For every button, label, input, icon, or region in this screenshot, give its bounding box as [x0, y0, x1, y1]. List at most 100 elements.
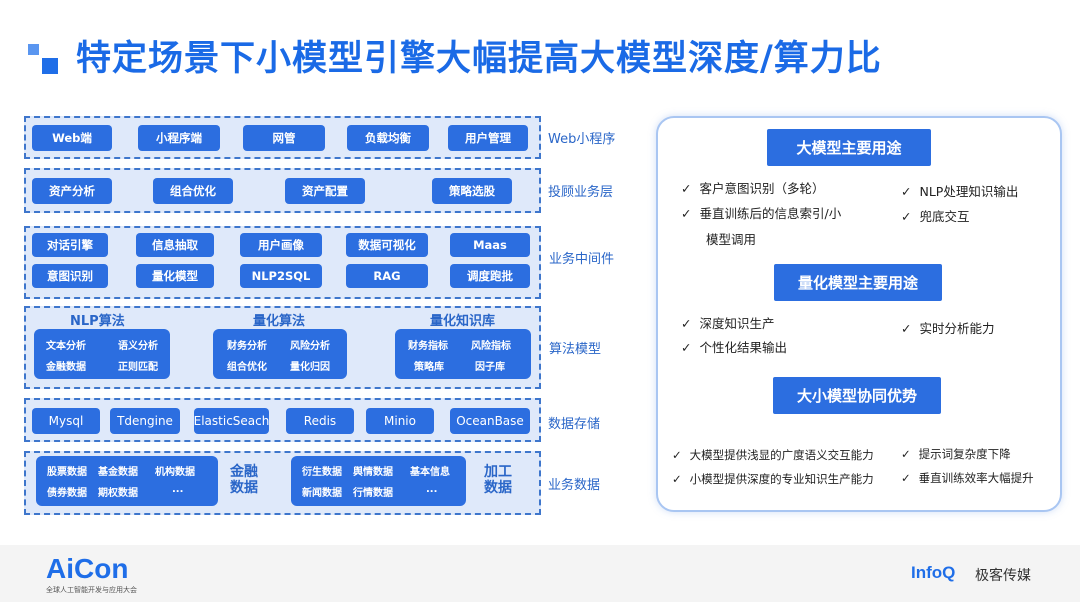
middleware-item: 调度跑批	[450, 264, 530, 288]
check-icon: ✓	[681, 340, 692, 355]
web-item: Web端	[32, 125, 112, 151]
footer-bar	[0, 545, 1080, 602]
bizdata-item: 股票数据	[47, 467, 87, 478]
infoq-brand-name: 极客传媒	[975, 568, 1031, 584]
algo-item: 组合优化	[227, 362, 267, 373]
bizdata-side-label-line: 数据	[230, 480, 258, 496]
check-item: ✓垂直训练后的信息索引/小	[681, 206, 842, 221]
middleware-item: 数据可视化	[346, 233, 428, 257]
middleware-item: Maas	[450, 233, 530, 257]
check-icon: ✓	[901, 471, 911, 485]
infoq-logo: InfoQ	[911, 563, 956, 582]
algo-item: 风险指标	[471, 341, 511, 352]
bizdata-item: ...	[172, 484, 184, 495]
bizdata-layer-label: 业务数据	[548, 478, 601, 493]
title-logo-icon	[28, 44, 62, 74]
check-icon: ✓	[901, 447, 911, 461]
web-item: 用户管理	[448, 125, 528, 151]
advisor-item: 资产分析	[32, 178, 112, 204]
algo-item: 金融数据	[46, 362, 86, 373]
algo-group-title: 量化知识库	[430, 314, 496, 329]
check-icon: ✓	[672, 472, 682, 486]
bizdata-item: 债券数据	[47, 488, 87, 499]
check-icon: ✓	[681, 181, 692, 196]
algo-group-block	[34, 329, 170, 379]
middleware-item: 用户画像	[240, 233, 322, 257]
bizdata-item: 行情数据	[353, 488, 393, 499]
bizdata-side-label-line: 数据	[484, 480, 512, 496]
storage-item: ElasticSeach	[194, 408, 269, 434]
check-item: ✓NLP处理知识输出	[901, 184, 1019, 199]
page-title: 特定场景下小模型引擎大幅提高大模型深度/算力比	[76, 39, 882, 79]
check-item-continued: 模型调用	[706, 232, 757, 247]
middleware-item: 对话引擎	[32, 233, 108, 257]
bizdata-side-label-line: 加工	[484, 464, 512, 480]
aicon-logo: AiCon	[46, 553, 129, 584]
web-item: 负载均衡	[347, 125, 429, 151]
storage-item: Tdengine	[110, 408, 180, 434]
check-item: ✓提示词复杂度下降	[901, 447, 1011, 461]
algo-item: 策略库	[414, 362, 444, 373]
bizdata-item: 舆情数据	[353, 467, 393, 478]
section-header-llm: 大模型主要用途	[767, 129, 931, 166]
right-panel	[656, 116, 1062, 512]
middleware-item: 量化模型	[136, 264, 214, 288]
web-item: 网管	[243, 125, 325, 151]
check-icon: ✓	[901, 209, 912, 224]
aicon-subtitle: 全球人工智能开发与应用大会	[46, 586, 137, 594]
algo-group-title: 量化算法	[253, 314, 306, 329]
check-icon: ✓	[681, 316, 692, 331]
web-layer-label: Web小程序	[548, 132, 616, 147]
check-item: ✓小模型提供深度的专业知识生产能力	[672, 472, 874, 486]
bizdata-side-label: 加工 数据	[478, 464, 518, 496]
middleware-layer-label: 业务中间件	[549, 252, 615, 267]
bizdata-item: 衍生数据	[302, 467, 342, 478]
storage-item: Redis	[286, 408, 354, 434]
bizdata-item: 期权数据	[98, 488, 138, 499]
check-icon: ✓	[681, 206, 692, 221]
algo-item: 财务指标	[408, 341, 448, 352]
advisor-item: 策略选股	[432, 178, 512, 204]
bizdata-block	[36, 456, 218, 506]
algo-group-title: NLP算法	[70, 314, 125, 329]
check-item: ✓个性化结果输出	[681, 340, 787, 355]
middleware-item: NLP2SQL	[240, 264, 322, 288]
check-item: ✓兜底交互	[901, 209, 970, 224]
advisor-item: 组合优化	[153, 178, 233, 204]
algo-item: 财务分析	[227, 341, 267, 352]
algo-group-block	[395, 329, 531, 379]
check-icon: ✓	[901, 321, 912, 336]
bizdata-block	[291, 456, 466, 506]
bizdata-item: 基本信息	[410, 467, 450, 478]
check-item: ✓垂直训练效率大幅提升	[901, 471, 1034, 485]
bizdata-item: 机构数据	[155, 467, 195, 478]
check-icon: ✓	[901, 184, 912, 199]
algo-group-block	[213, 329, 347, 379]
algo-item: 量化归因	[290, 362, 330, 373]
storage-item: OceanBase	[450, 408, 530, 434]
check-icon: ✓	[672, 448, 682, 462]
middleware-item: RAG	[346, 264, 428, 288]
middleware-item: 信息抽取	[136, 233, 214, 257]
bizdata-item: 基金数据	[98, 467, 138, 478]
middleware-item: 意图识别	[32, 264, 108, 288]
algo-item: 正则匹配	[118, 362, 158, 373]
bizdata-item: 新闻数据	[302, 488, 342, 499]
section-header-synergy: 大小模型协同优势	[773, 377, 941, 414]
web-item: 小程序端	[138, 125, 220, 151]
algo-item: 语义分析	[118, 341, 158, 352]
check-item: ✓大模型提供浅显的广度语义交互能力	[672, 448, 874, 462]
check-item: ✓实时分析能力	[901, 321, 995, 336]
section-header-quant: 量化模型主要用途	[774, 264, 942, 301]
check-item: ✓客户意图识别（多轮）	[681, 181, 825, 196]
advisor-item: 资产配置	[285, 178, 365, 204]
storage-item: Minio	[366, 408, 434, 434]
algo-layer-label: 算法模型	[549, 342, 602, 357]
bizdata-item: ...	[426, 484, 438, 495]
algo-item: 文本分析	[46, 341, 86, 352]
bizdata-side-label: 金融 数据	[224, 464, 264, 496]
check-item: ✓深度知识生产	[681, 316, 775, 331]
algo-item: 风险分析	[290, 341, 330, 352]
advisor-layer-label: 投顾业务层	[548, 185, 614, 200]
storage-layer-label: 数据存储	[548, 417, 601, 432]
